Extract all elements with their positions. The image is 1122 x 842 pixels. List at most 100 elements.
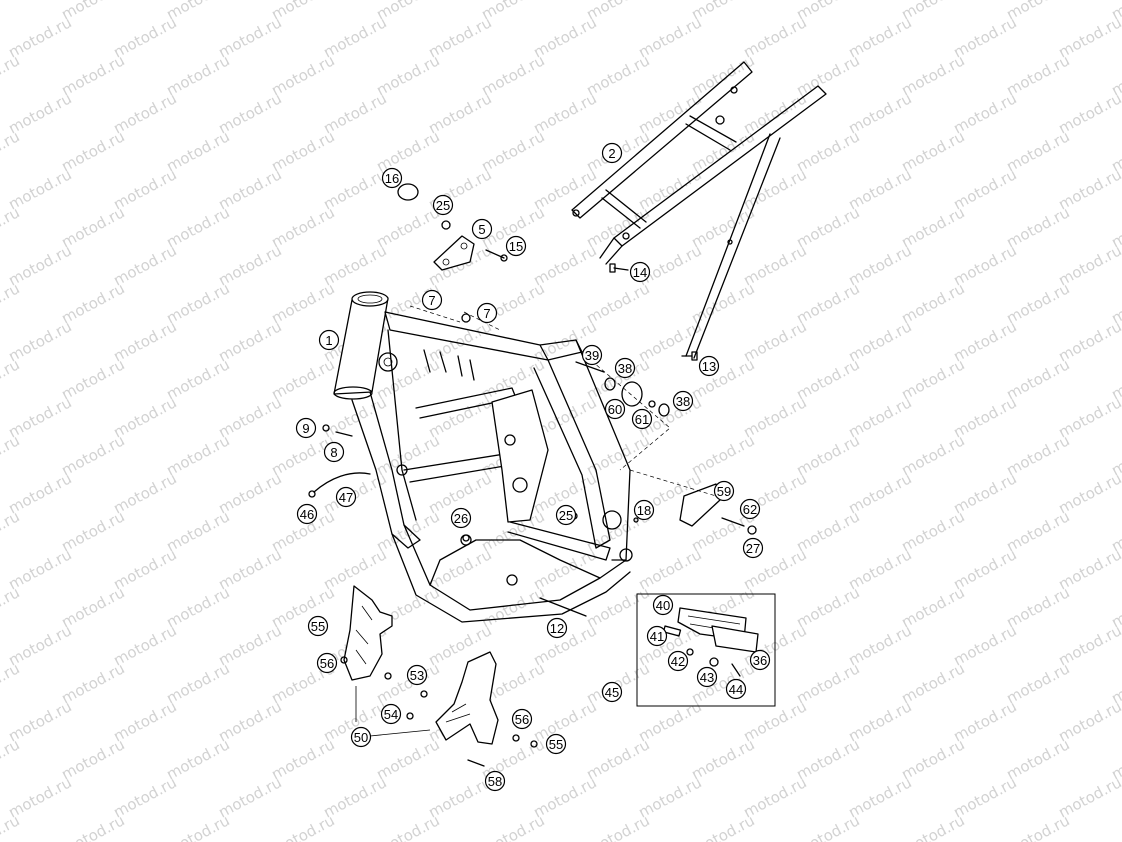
- watermark-text: motod.ru: [110, 545, 179, 593]
- callout-circle: [739, 498, 761, 520]
- callout-label: 16: [385, 171, 399, 186]
- callout-label: 38: [676, 394, 690, 409]
- callout-label: 60: [608, 402, 622, 417]
- watermark-text: motod.ru: [425, 89, 494, 137]
- watermark-text: motod.ru: [5, 697, 74, 745]
- callout-circle: [713, 480, 735, 502]
- watermark-text: motod.ru: [110, 697, 179, 745]
- callout-1: 1: [318, 329, 340, 351]
- watermark-text: motod.ru: [58, 735, 127, 783]
- rear-subframe: [571, 61, 827, 359]
- callout-label: 50: [354, 730, 368, 745]
- watermark-text: motod.ru: [320, 393, 389, 441]
- watermark-text: motod.ru: [950, 773, 1019, 821]
- callout-18: 18: [633, 499, 655, 521]
- watermark-text: motod.ru: [950, 393, 1019, 441]
- callout-circle: [749, 649, 771, 671]
- callout-label: 25: [436, 198, 450, 213]
- watermark-text: motod.ru: [215, 317, 284, 365]
- callout-53: 53: [406, 664, 428, 686]
- watermark-text: motod.ru: [950, 697, 1019, 745]
- callout-38: 38: [672, 390, 694, 412]
- callout-circle: [505, 235, 527, 257]
- watermark-text: motod.ru: [1003, 811, 1072, 842]
- watermark-text: motod.ru: [845, 89, 914, 137]
- callout-circle: [450, 507, 472, 529]
- callout-circle: [335, 486, 357, 508]
- watermark-text: motod.ru: [688, 355, 757, 403]
- callout-circle: [581, 344, 603, 366]
- callout-46: 46: [296, 503, 318, 525]
- callout-25: 25: [432, 194, 454, 216]
- watermark-text: motod.ru: [110, 13, 179, 61]
- watermark-text: motod.ru: [215, 545, 284, 593]
- watermark-text: motod.ru: [5, 545, 74, 593]
- watermark-text: motod.ru: [635, 13, 704, 61]
- callout-label: 7: [483, 306, 490, 321]
- callout-9: 9: [295, 417, 317, 439]
- watermark-text: motod.ru: [583, 659, 652, 707]
- watermark-text: motod.ru: [950, 13, 1019, 61]
- callout-label: 44: [729, 682, 743, 697]
- watermark-text: motod.ru: [5, 621, 74, 669]
- callout-circle: [646, 625, 668, 647]
- callout-55: 55: [545, 733, 567, 755]
- watermark-text: motod.ru: [793, 507, 862, 555]
- watermark-text: motod.ru: [320, 13, 389, 61]
- callout-label: 14: [633, 265, 647, 280]
- watermark-text: motod.ru: [793, 659, 862, 707]
- watermark-text: motod.ru: [215, 621, 284, 669]
- watermark-text: motod.ru: [1003, 127, 1072, 175]
- watermark-text: motod.ru: [1003, 507, 1072, 555]
- callout-label: 26: [454, 511, 468, 526]
- callout-58: 58: [484, 770, 506, 792]
- callout-circle: [421, 289, 443, 311]
- watermark-text: motod.ru: [268, 355, 337, 403]
- watermark-text: motod.ru: [163, 51, 232, 99]
- callout-label: 47: [339, 490, 353, 505]
- watermark-text: motod.ru: [110, 393, 179, 441]
- watermark-text: motod.ru: [58, 583, 127, 631]
- watermark-text: motod.ru: [845, 165, 914, 213]
- watermark-text: motod.ru: [740, 13, 809, 61]
- watermark-text: motod.ru: [58, 431, 127, 479]
- callout-13: 13: [698, 355, 720, 377]
- callout-circle: [667, 650, 689, 672]
- watermark-text: motod.ru: [583, 811, 652, 842]
- callout-7: 7: [421, 289, 443, 311]
- callout-56: 56: [511, 708, 533, 730]
- callout-circle: [652, 594, 674, 616]
- watermark-text: motod.ru: [268, 735, 337, 783]
- watermark-text: motod.ru: [373, 659, 442, 707]
- callout-16: 16: [381, 167, 403, 189]
- callout-label: 43: [700, 670, 714, 685]
- callout-circle: [406, 664, 428, 686]
- callout-label: 36: [753, 653, 767, 668]
- callout-label: 2: [608, 146, 615, 161]
- watermark-text: motod.ru: [688, 431, 757, 479]
- callout-label: 42: [671, 654, 685, 669]
- watermark-text: motod.ru: [845, 545, 914, 593]
- watermark-text: motod.ru: [845, 317, 914, 365]
- callout-circle: [725, 678, 747, 700]
- callout-41: 41: [646, 625, 668, 647]
- watermark-text: motod.ru: [530, 773, 599, 821]
- callout-label: 56: [320, 656, 334, 671]
- watermark-text: motod.ru: [5, 13, 74, 61]
- callout-61: 61: [631, 408, 653, 430]
- watermark-text: motod.ru: [215, 393, 284, 441]
- watermark-text: motod.ru: [5, 393, 74, 441]
- watermark-text: motod.ru: [950, 241, 1019, 289]
- callout-circle: [631, 408, 653, 430]
- watermark-text: motod.ru: [793, 735, 862, 783]
- watermark-text: motod.ru: [898, 127, 967, 175]
- watermark-text: motod.ru: [793, 355, 862, 403]
- watermark-text: motod.ru: [845, 773, 914, 821]
- watermark-text: motod.ru: [793, 431, 862, 479]
- watermark-text: motod.ru: [163, 735, 232, 783]
- callout-circle: [629, 261, 651, 283]
- callout-8: 8: [323, 441, 345, 463]
- callout-circle: [296, 503, 318, 525]
- callout-circle: [614, 357, 636, 379]
- watermark-text: motod.ru: [320, 241, 389, 289]
